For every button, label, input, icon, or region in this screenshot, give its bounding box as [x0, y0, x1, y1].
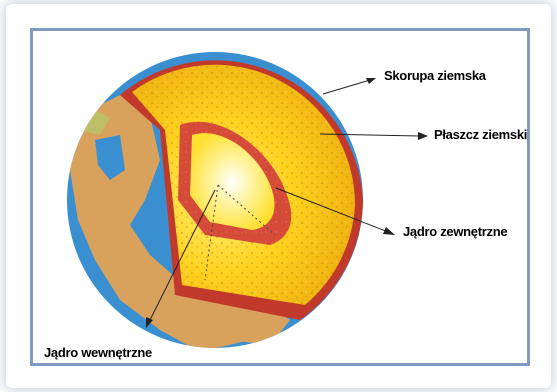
label-mantle: Płaszcz ziemski [434, 127, 527, 142]
label-inner-core: Jądro wewnętrzne [44, 345, 152, 360]
label-crust: Skorupa ziemska [384, 68, 486, 83]
label-outer-core: Jądro zewnętrzne [403, 224, 507, 239]
pointer-crust [323, 78, 376, 94]
